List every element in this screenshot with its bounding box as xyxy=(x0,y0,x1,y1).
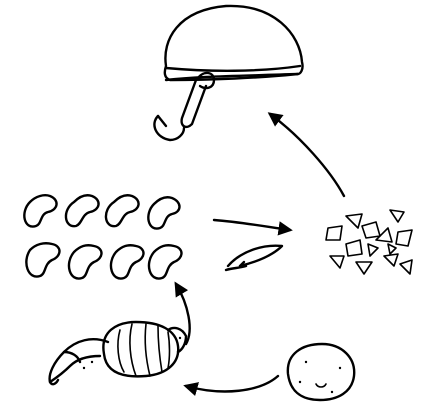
arrow-segments-to-diced xyxy=(214,220,290,230)
arrow-peeled-to-segments xyxy=(176,284,190,344)
orange-segments-icon xyxy=(24,195,181,278)
bowl-spoon-icon xyxy=(154,6,302,140)
arrow-orange-to-peeled xyxy=(186,376,278,391)
diced-pieces-icon xyxy=(326,210,412,274)
arrow-diced-to-bowl xyxy=(270,114,344,196)
knife-icon xyxy=(226,246,282,270)
orange-icon xyxy=(288,344,354,400)
peeled-orange-icon xyxy=(50,322,186,384)
